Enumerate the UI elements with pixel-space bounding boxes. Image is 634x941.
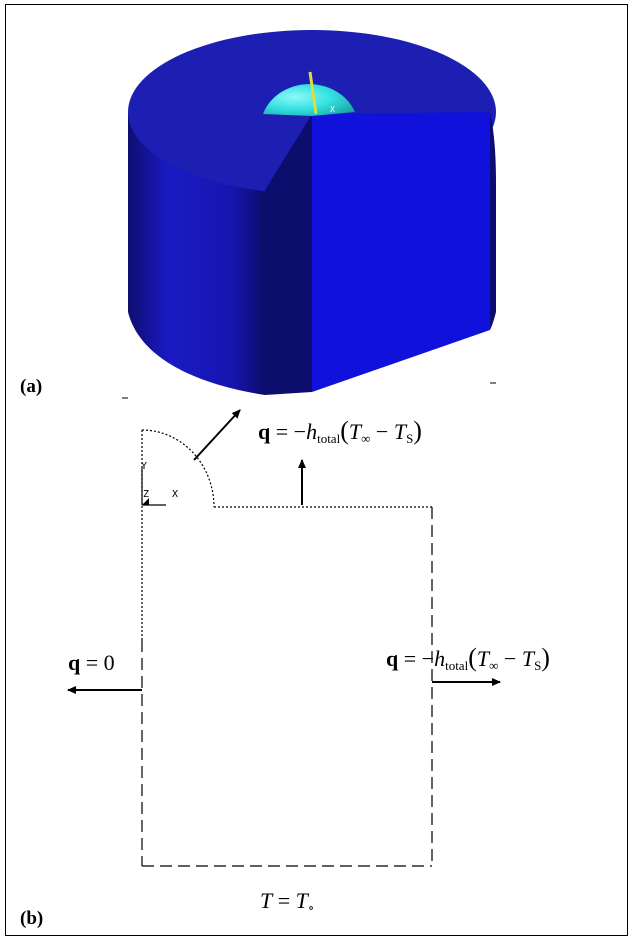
bc-top-right: q = −htotal(T∞ − TS) (258, 416, 422, 446)
hemisphere-boundary-arc (141, 429, 215, 508)
hemisphere-cut-edge (308, 71, 318, 115)
axis-triad (141, 468, 166, 506)
cut-face-right (312, 112, 490, 392)
bc-right: q = −htotal(T∞ − TS) (386, 643, 550, 673)
axis-label-y: Y (141, 461, 148, 472)
hemisphere (263, 84, 355, 116)
panel-label-a: (a) (20, 376, 43, 397)
domain-outline (141, 429, 433, 867)
axis-label-z: Z (143, 489, 150, 500)
bc-left: q = 0 (68, 650, 115, 675)
panel-label-b: (b) (20, 908, 44, 929)
cylinder-side-right (490, 112, 496, 330)
cut-face-left (265, 114, 312, 395)
cylinder-3d-model: X (128, 30, 496, 395)
axis-label-x: X (172, 489, 179, 500)
axis-triad-label-a: X (330, 105, 335, 114)
bc-bottom: T = T∘ (260, 888, 315, 915)
normal-flux-arrow-arc (193, 409, 241, 461)
figure-frame (5, 4, 628, 936)
